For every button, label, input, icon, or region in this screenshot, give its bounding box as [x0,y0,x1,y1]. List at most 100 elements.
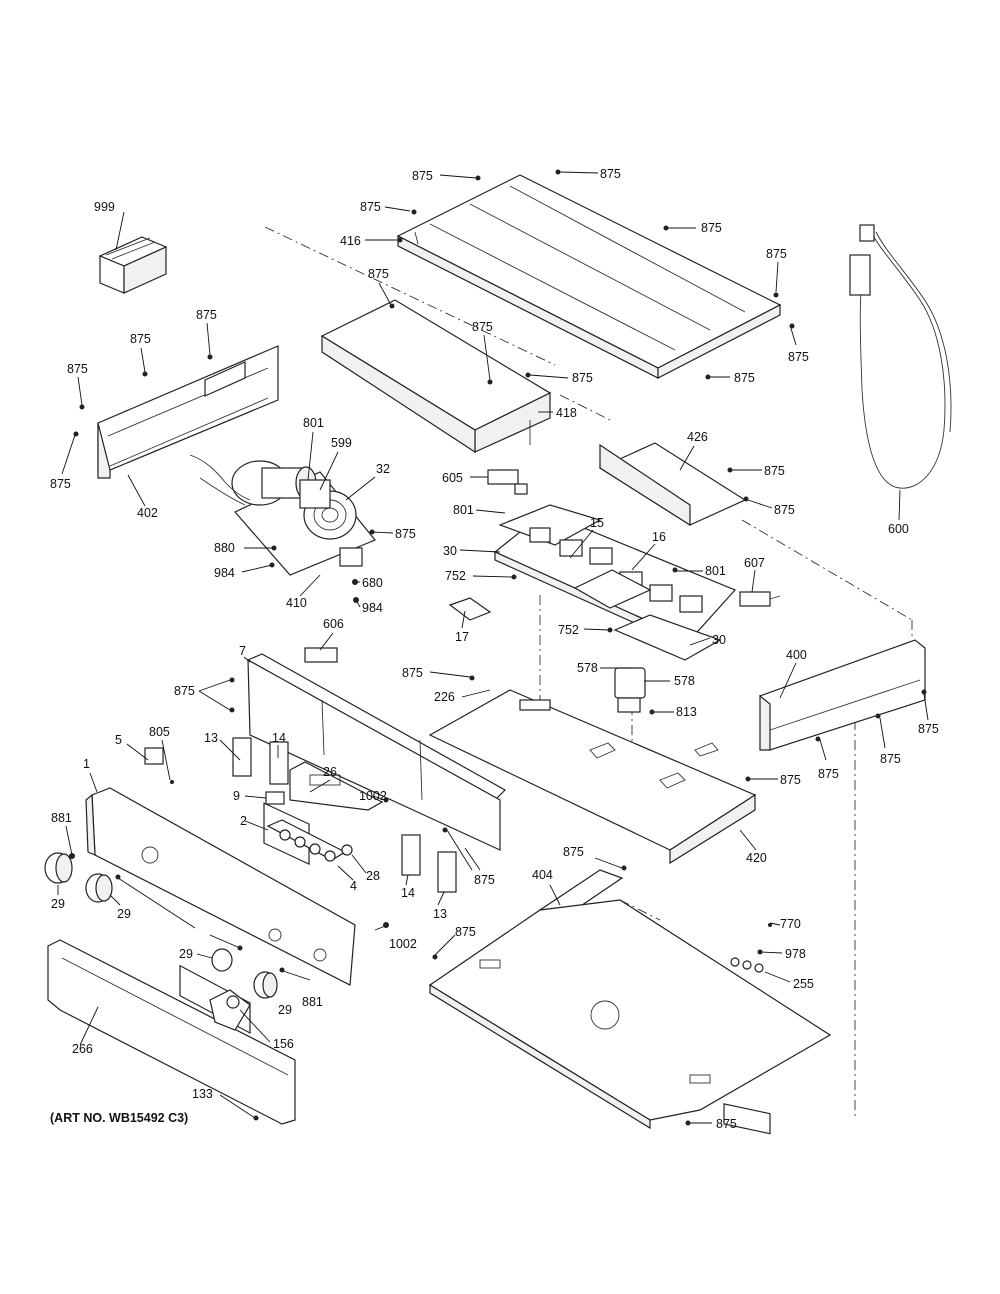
callout-875: 875 [412,169,433,183]
callout-801: 801 [453,503,474,517]
component-606[interactable] [304,647,338,663]
callout-420: 420 [746,851,767,865]
callout-labels: 999 875 875 875 416 875 875 875 875 875 … [50,167,939,1131]
callout-880: 880 [214,541,235,555]
blower-assembly-410[interactable] [189,454,376,576]
callout-875: 875 [880,752,901,766]
leader-lines [57,171,929,1124]
callout-600: 600 [888,522,909,536]
callout-875: 875 [395,527,416,541]
callout-426: 426 [687,430,708,444]
callout-416: 416 [340,234,361,248]
callout-2: 2 [240,814,247,828]
callout-26: 26 [323,765,337,779]
bracket-14-left[interactable] [269,741,289,785]
bracket-156[interactable] [209,989,251,1031]
callout-875: 875 [788,350,809,364]
callout-607: 607 [744,556,765,570]
side-panel-402[interactable] [97,345,279,479]
component-578[interactable] [614,667,646,713]
component-9[interactable] [265,791,285,805]
literature-box-999[interactable] [98,236,168,294]
alignment-lines [264,226,913,1120]
callout-875: 875 [563,845,584,859]
callout-13: 13 [204,731,218,745]
callout-680: 680 [362,576,383,590]
callout-599: 599 [331,436,352,450]
callout-9: 9 [233,789,240,803]
callout-13: 13 [433,907,447,921]
component-17[interactable] [448,597,492,621]
bottom-panel[interactable] [428,899,832,1130]
knob-29-1[interactable] [44,852,73,884]
knob-29-2[interactable] [85,873,113,903]
back-panel-400[interactable] [759,639,926,751]
knob-29-3[interactable] [211,948,233,972]
callout-17: 17 [455,630,469,644]
sensor-607[interactable] [739,591,781,607]
callout-999: 999 [94,200,115,214]
mount-plate-420[interactable] [428,689,757,865]
callout-978: 978 [785,947,806,961]
callout-410: 410 [286,596,307,610]
display-board-26[interactable] [289,761,384,811]
callout-875: 875 [455,925,476,939]
callout-875: 875 [67,362,88,376]
callout-255: 255 [793,977,814,991]
callout-402: 402 [137,506,158,520]
callout-400: 400 [786,648,807,662]
component-605[interactable] [487,469,528,495]
callout-881: 881 [302,995,323,1009]
callout-16: 16 [652,530,666,544]
callout-875: 875 [918,722,939,736]
callout-875: 875 [766,247,787,261]
callout-875: 875 [174,684,195,698]
callout-14: 14 [272,731,286,745]
callout-1: 1 [83,757,90,771]
callout-752: 752 [558,623,579,637]
callout-29: 29 [278,1003,292,1017]
power-cord-600[interactable] [849,224,952,489]
callout-5: 5 [115,733,122,747]
trim-266[interactable] [47,939,296,1125]
callout-984: 984 [362,601,383,615]
bracket-13-right[interactable] [437,851,457,893]
relay-board-assembly[interactable] [493,504,737,661]
callout-28: 28 [366,869,380,883]
terminal-block-255[interactable] [723,957,771,1135]
callout-875: 875 [196,308,217,322]
callout-1002: 1002 [389,937,417,951]
callout-30: 30 [443,544,457,558]
bracket-14-right[interactable] [401,834,421,876]
callout-881: 881 [51,811,72,825]
callout-418: 418 [556,406,577,420]
component-5[interactable] [144,747,164,765]
bracket-13-left[interactable] [232,737,252,777]
callout-805: 805 [149,725,170,739]
top-panel-416[interactable] [396,174,782,379]
control-frame-7[interactable] [246,653,506,865]
callout-875: 875 [368,267,389,281]
callout-1002: 1002 [359,789,387,803]
knob-29-4[interactable] [253,971,278,999]
callout-875: 875 [130,332,151,346]
callout-875: 875 [472,320,493,334]
callout-875: 875 [734,371,755,385]
callout-578: 578 [577,661,598,675]
callout-875: 875 [50,477,71,491]
callout-875: 875 [701,221,722,235]
callout-266: 266 [72,1042,93,1056]
callout-29: 29 [51,897,65,911]
callout-32: 32 [376,462,390,476]
callout-4: 4 [350,879,357,893]
callout-875: 875 [780,773,801,787]
encoder-strip-2[interactable] [266,819,353,862]
cover-426[interactable] [598,442,747,527]
callout-14: 14 [401,886,415,900]
callout-875: 875 [716,1117,737,1131]
callout-801: 801 [705,564,726,578]
callout-15: 15 [590,516,604,530]
shield-418[interactable] [320,299,552,454]
callout-770: 770 [780,917,801,931]
